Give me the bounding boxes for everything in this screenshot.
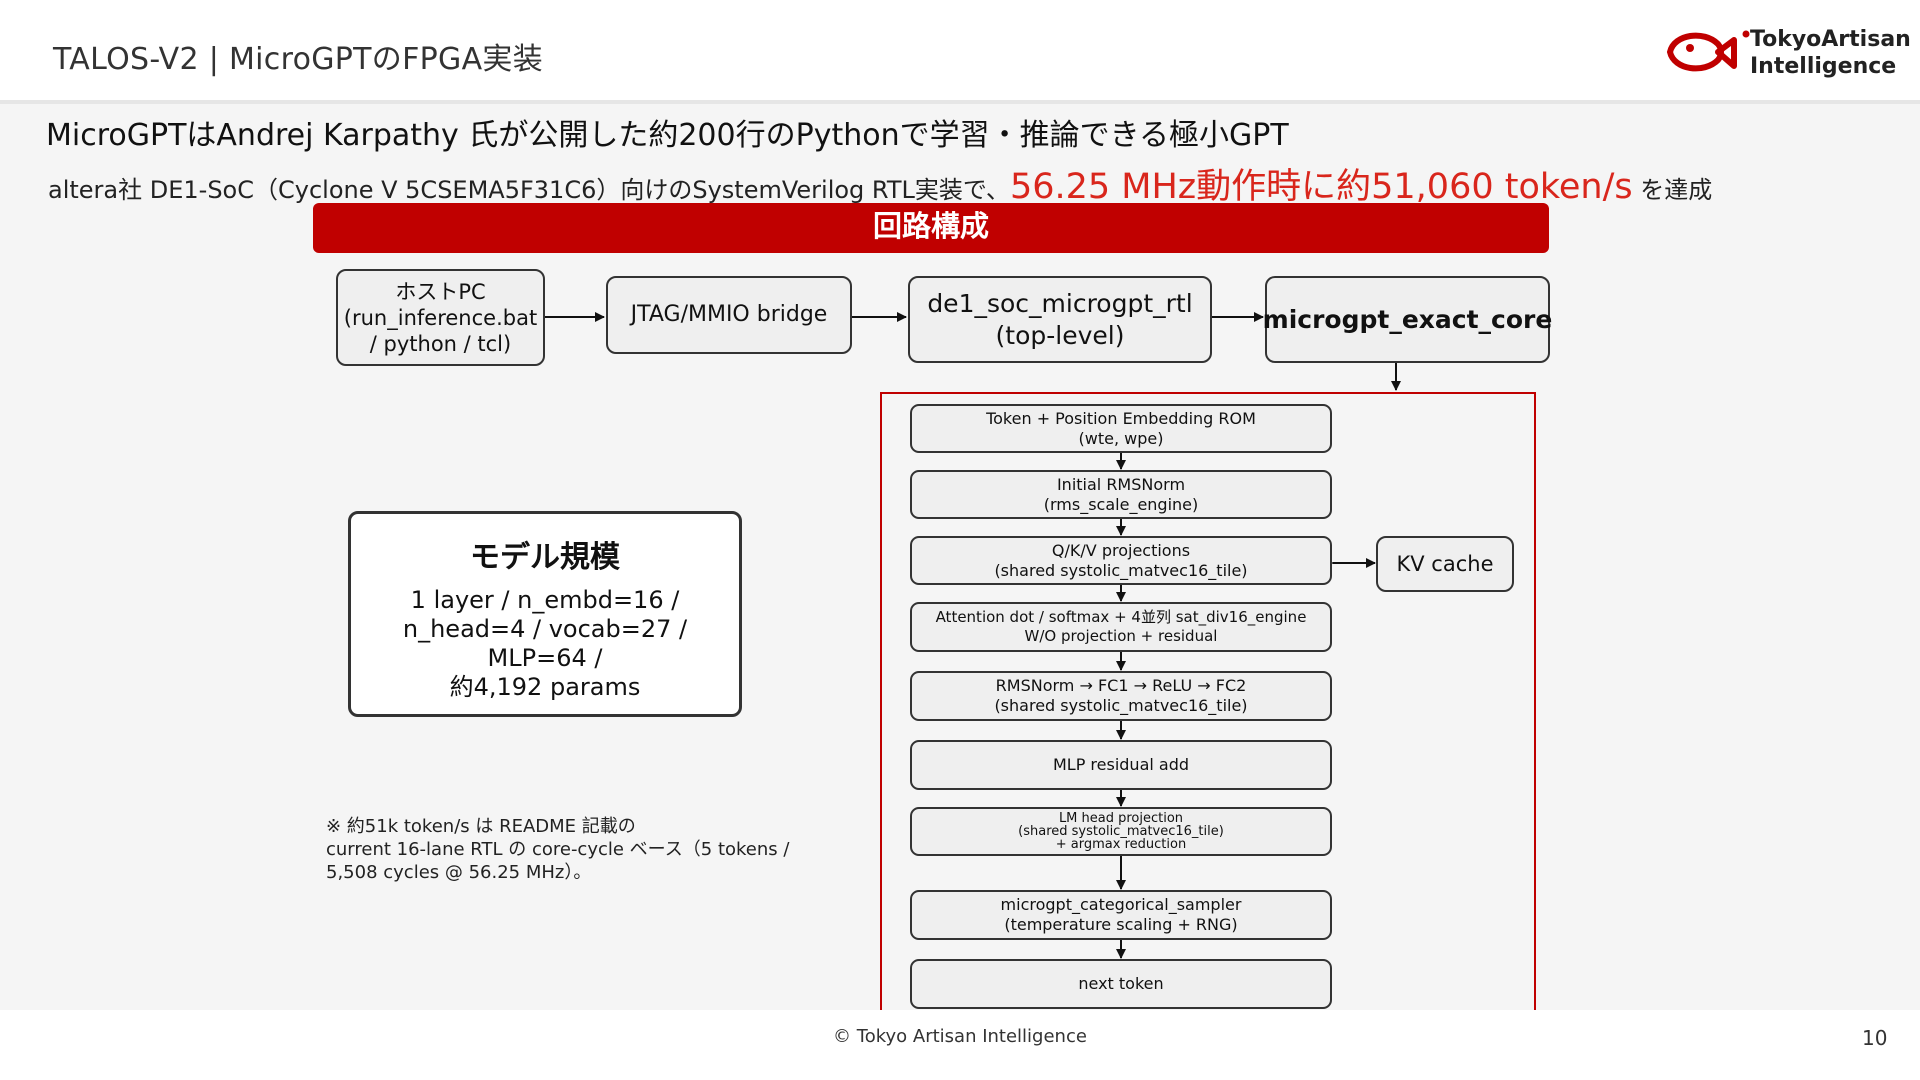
top-level-box: de1_soc_microgpt_rtl (top-level) bbox=[908, 276, 1212, 363]
intro-line-1: MicroGPTはAndrej Karpathy 氏が公開した約200行のPyt… bbox=[46, 118, 1289, 153]
qkv-projection-box: Q/K/V projections (shared systolic_matve… bbox=[910, 536, 1332, 585]
throughput-highlight: 56.25 MHz動作時に約51,060 token/s bbox=[1009, 167, 1633, 207]
embedding-rom-box: Token + Position Embedding ROM (wte, wpe… bbox=[910, 404, 1332, 453]
next-token-box: next token bbox=[910, 959, 1332, 1009]
fish-logo-icon bbox=[1666, 30, 1750, 72]
header-bar bbox=[0, 0, 1920, 100]
footer-bar bbox=[0, 1010, 1920, 1080]
company-logo: TokyoArtisan Intelligence bbox=[1660, 22, 1911, 84]
logo-wordmark: TokyoArtisan Intelligence bbox=[1750, 26, 1911, 80]
logo-line-1: TokyoArtisan bbox=[1750, 27, 1911, 52]
model-spec-body: 1 layer / n_embd=16 / n_head=4 / vocab=2… bbox=[402, 586, 688, 701]
jtag-bridge-box: JTAG/MMIO bridge bbox=[606, 276, 852, 354]
page-number: 10 bbox=[1862, 1026, 1888, 1050]
core-box: microgpt_exact_core bbox=[1263, 276, 1552, 363]
sampler-box: microgpt_categorical_sampler (temperatur… bbox=[910, 890, 1332, 940]
attention-box: Attention dot / softmax + 4並列 sat_div16_… bbox=[910, 602, 1332, 652]
intro-line-2-suffix: を達成 bbox=[1632, 176, 1713, 204]
initial-rmsnorm-box: Initial RMSNorm (rms_scale_engine) bbox=[910, 470, 1332, 519]
header-divider bbox=[0, 100, 1920, 104]
model-spec-title: モデル規模 bbox=[470, 540, 620, 575]
model-spec-box: モデル規模 1 layer / n_embd=16 / n_head=4 / v… bbox=[348, 511, 742, 717]
copyright-text: © Tokyo Artisan Intelligence bbox=[833, 1026, 1087, 1047]
intro-line-2: altera社 DE1-SoC（Cyclone V 5CSEMA5F31C6）向… bbox=[48, 158, 1712, 209]
lm-head-box: LM head projection (shared systolic_matv… bbox=[910, 807, 1332, 856]
slide-title: TALOS-V2 | MicroGPTのFPGA実装 bbox=[53, 42, 543, 77]
host-pc-box: ホストPC (run_inference.bat / python / tcl) bbox=[336, 269, 545, 366]
intro-line-2-prefix: altera社 DE1-SoC（Cyclone V 5CSEMA5F31C6）向… bbox=[48, 176, 1010, 204]
throughput-footnote: ※ 約51k token/s は README 記載の current 16-l… bbox=[326, 816, 790, 883]
mlp-residual-box: MLP residual add bbox=[910, 740, 1332, 790]
section-banner: 回路構成 bbox=[313, 203, 1549, 253]
logo-line-2: Intelligence bbox=[1750, 54, 1897, 79]
mlp-box: RMSNorm → FC1 → ReLU → FC2 (shared systo… bbox=[910, 671, 1332, 721]
kv-cache-box: KV cache bbox=[1376, 536, 1514, 592]
